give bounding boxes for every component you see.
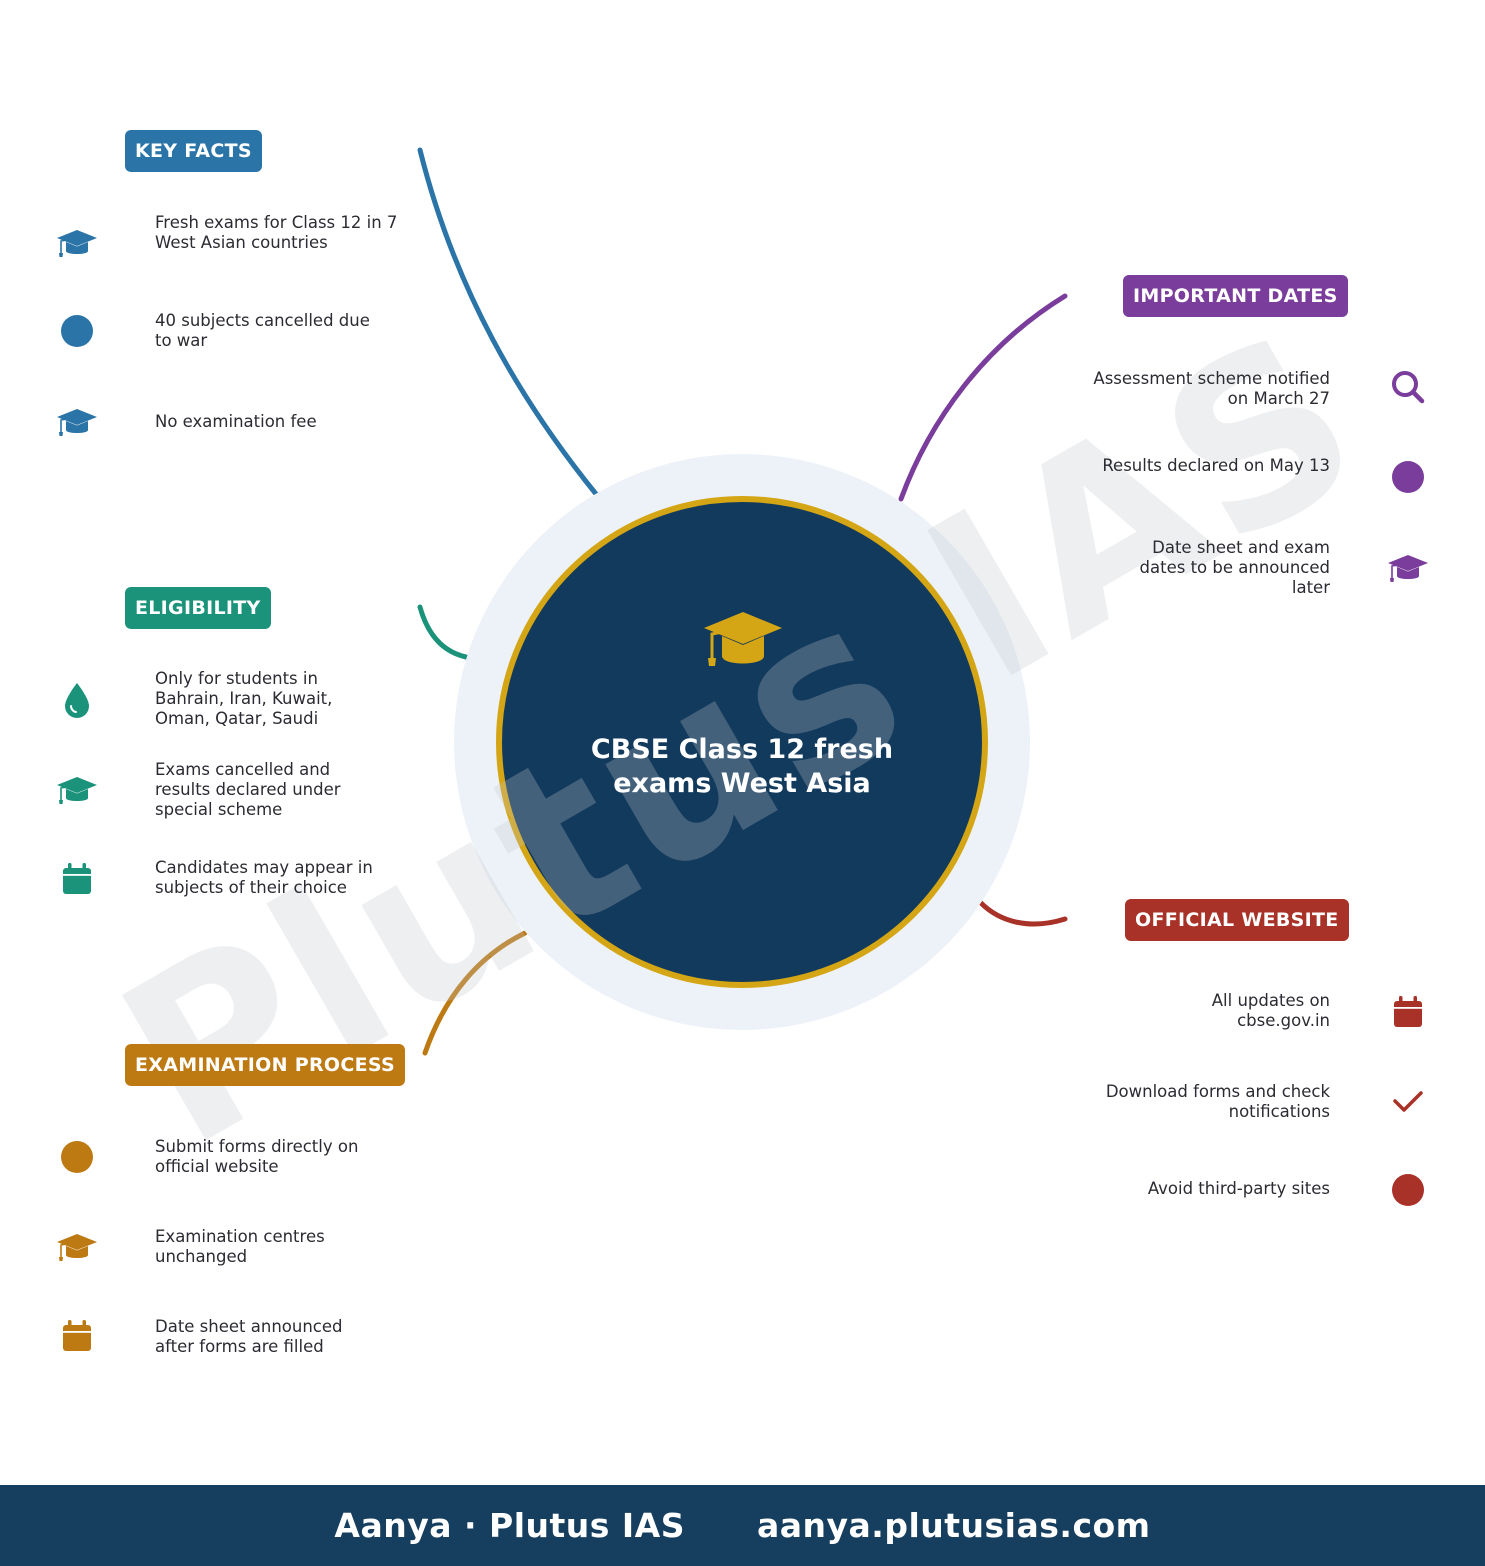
important-dates-item-3: Date sheet and exam dates to be announce… xyxy=(1139,538,1330,597)
official-website-item-2: Download forms and check notifications xyxy=(1105,1082,1330,1121)
connector-important-dates xyxy=(898,293,1068,502)
connector-examination-process xyxy=(422,930,528,1056)
eligibility-item-2: Exams cancelled and results declared und… xyxy=(155,760,341,819)
connector-official-website xyxy=(978,900,1068,927)
calendar-icon xyxy=(55,857,99,901)
footer-website-link[interactable]: aanya.plutusias.com xyxy=(757,1506,1151,1545)
footer-author: Aanya · Plutus IAS xyxy=(334,1506,685,1545)
circle-icon xyxy=(1386,1168,1430,1212)
eligibility-item-3: Candidates may appear in subjects of the… xyxy=(155,858,373,897)
key-facts-item-3: No examination fee xyxy=(155,412,317,431)
circle-icon xyxy=(1386,455,1430,499)
search-icon xyxy=(1386,365,1430,409)
examination-process-item-2: Examination centres unchanged xyxy=(155,1227,325,1266)
examination-process-item-1: Submit forms directly on official websit… xyxy=(155,1137,359,1176)
center-graduation-cap-icon xyxy=(704,612,782,666)
center-title: CBSE Class 12 fresh exams West Asia xyxy=(590,734,894,799)
key-facts-item-1: Fresh exams for Class 12 in 7 West Asian… xyxy=(155,213,398,252)
graduation-cap-icon xyxy=(55,399,99,443)
important-dates-item-1: Assessment scheme notified on March 27 xyxy=(1093,369,1330,408)
calendar-icon xyxy=(55,1314,99,1358)
official-website-item-1: All updates on cbse.gov.in xyxy=(1211,991,1330,1030)
badge-examination-process: EXAMINATION PROCESS xyxy=(125,1044,405,1086)
connector-eligibility xyxy=(417,604,469,660)
graduation-cap-icon xyxy=(55,220,99,264)
key-facts-item-2: 40 subjects cancelled due to war xyxy=(155,311,370,350)
checkmark-icon xyxy=(1386,1079,1430,1123)
center-node xyxy=(496,496,988,988)
eligibility-item-1: Only for students in Bahrain, Iran, Kuwa… xyxy=(155,669,333,728)
important-dates-item-2: Results declared on May 13 xyxy=(1102,456,1330,475)
official-website-item-3: Avoid third-party sites xyxy=(1147,1179,1330,1198)
circle-icon xyxy=(55,1135,99,1179)
calendar-icon xyxy=(1386,990,1430,1034)
graduation-cap-icon xyxy=(55,1224,99,1268)
connector-key-facts xyxy=(417,147,599,497)
badge-important-dates: IMPORTANT DATES xyxy=(1123,275,1348,317)
graduation-cap-icon xyxy=(1386,545,1430,589)
badge-key-facts: KEY FACTS xyxy=(125,130,262,172)
examination-process-item-3: Date sheet announced after forms are fil… xyxy=(155,1317,343,1356)
droplet-icon xyxy=(55,678,99,722)
circle-icon xyxy=(55,309,99,353)
badge-official-website: OFFICIAL WEBSITE xyxy=(1125,899,1349,941)
graduation-cap-icon xyxy=(55,767,99,811)
badge-eligibility: ELIGIBILITY xyxy=(125,587,271,629)
footer-bar: Aanya · Plutus IAS aanya.plutusias.com xyxy=(0,1485,1485,1566)
